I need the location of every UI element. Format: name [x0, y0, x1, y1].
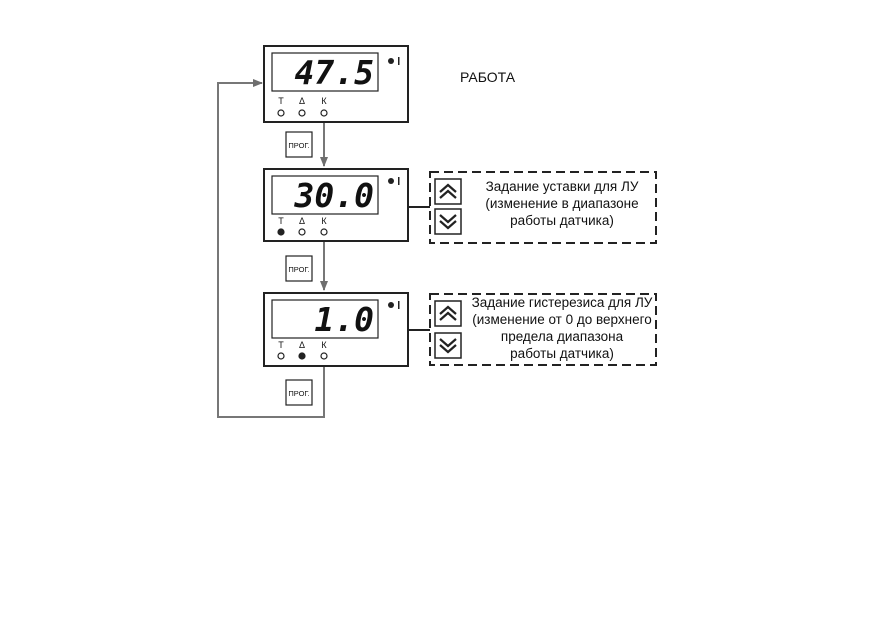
led-t-icon	[277, 352, 285, 360]
prog-button-label: ПРОГ.	[288, 389, 309, 398]
down-button[interactable]	[434, 208, 462, 235]
indicator-labels: Т Δ К	[278, 340, 327, 350]
indicator-letter-k: К	[321, 216, 327, 226]
led-k-icon	[320, 228, 328, 236]
double-chevron-up-icon	[439, 183, 457, 199]
power-led-bar	[398, 177, 400, 185]
led-delta-icon	[298, 352, 306, 360]
indicator-labels: Т Δ К	[278, 216, 327, 226]
indicator-labels: Т Δ К	[278, 96, 327, 106]
double-chevron-up-icon	[439, 305, 457, 321]
device-panel-hysteresis: 1.0 Т Δ К	[263, 292, 409, 367]
display-value: 47.5	[295, 53, 374, 92]
indicator-letter-delta: Δ	[299, 216, 305, 226]
display-value: 30.0	[294, 176, 374, 215]
led-delta-icon	[298, 109, 306, 117]
indicator-letter-delta: Δ	[299, 96, 305, 106]
double-chevron-down-icon	[439, 214, 457, 230]
down-button[interactable]	[434, 332, 462, 359]
description-line: Задание уставки для ЛУ	[486, 179, 639, 194]
power-led-icon	[388, 58, 394, 64]
indicator-letter-k: К	[321, 340, 327, 350]
power-led-icon	[388, 178, 394, 184]
led-k-icon	[320, 352, 328, 360]
description-line: работы датчика)	[510, 346, 614, 361]
prog-button-2[interactable]: ПРОГ.	[285, 255, 313, 282]
prog-button-3[interactable]: ПРОГ.	[285, 379, 313, 406]
indicator-letter-t: Т	[278, 96, 284, 106]
description-line: (изменение от 0 до верхнего	[472, 312, 652, 327]
prog-button-label: ПРОГ.	[288, 265, 309, 274]
indicator-letter-k: К	[321, 96, 327, 106]
display-value: 1.0	[314, 300, 374, 339]
double-chevron-down-icon	[439, 338, 457, 354]
led-t-icon	[277, 109, 285, 117]
up-button[interactable]	[434, 300, 462, 327]
description-line: (изменение в диапазоне	[485, 196, 638, 211]
prog-button-label: ПРОГ.	[288, 141, 309, 150]
led-t-icon	[277, 228, 285, 236]
description-line: предела диапазона	[501, 329, 624, 344]
device-panel-setpoint: 30.0 Т Δ К	[263, 168, 409, 242]
power-led-bar	[398, 301, 400, 309]
state-label: РАБОТА	[460, 69, 516, 85]
indicator-letter-delta: Δ	[299, 340, 305, 350]
indicator-letter-t: Т	[278, 340, 284, 350]
led-delta-icon	[298, 228, 306, 236]
description-line: работы датчика)	[510, 213, 614, 228]
panel-to-description-lines	[408, 206, 430, 331]
device-panel-work: 47.5 Т Δ К	[263, 45, 409, 123]
flow-connectors	[217, 79, 328, 418]
indicator-letter-t: Т	[278, 216, 284, 226]
power-led-bar	[398, 57, 400, 65]
power-led-icon	[388, 302, 394, 308]
description-hysteresis: Задание гистерезиса для ЛУ (изменение от…	[429, 293, 657, 366]
description-setpoint: Задание уставки для ЛУ (изменение в диап…	[429, 171, 657, 244]
prog-button-1[interactable]: ПРОГ.	[285, 131, 313, 158]
description-line: Задание гистерезиса для ЛУ	[472, 295, 653, 310]
up-button[interactable]	[434, 178, 462, 205]
led-k-icon	[320, 109, 328, 117]
